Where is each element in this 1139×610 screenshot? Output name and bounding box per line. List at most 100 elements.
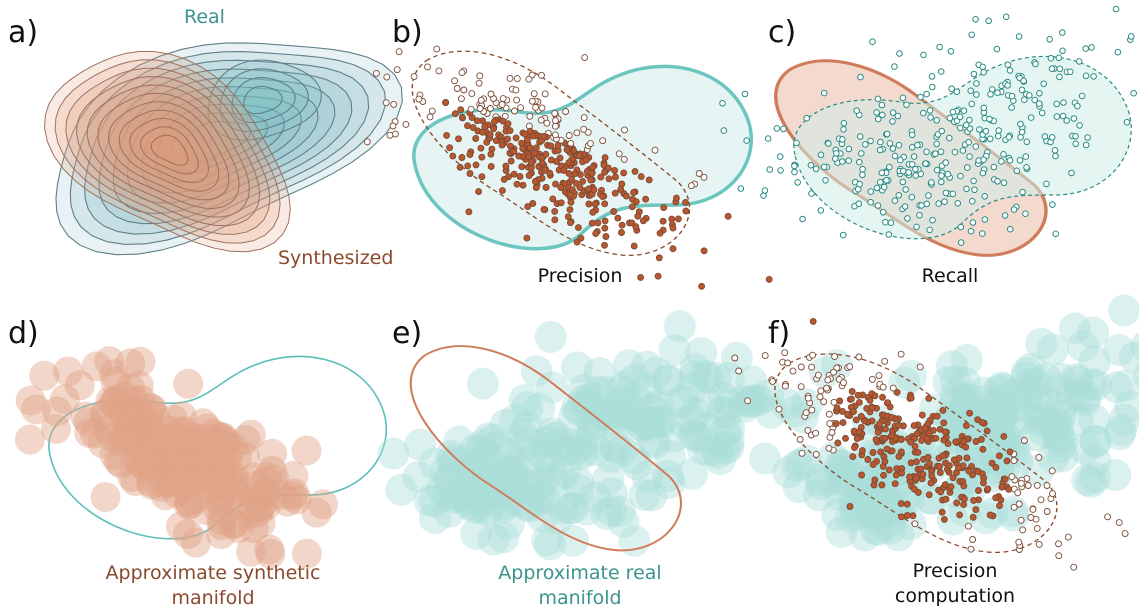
real-point — [873, 109, 880, 116]
real-point — [743, 137, 751, 144]
synthetic-point — [547, 156, 555, 164]
synthetic-point — [513, 96, 521, 104]
synthetic-ball — [125, 417, 156, 447]
synthetic-ball — [115, 416, 146, 447]
synthetic-point — [597, 173, 605, 181]
real-point — [1019, 188, 1026, 196]
synthetic-ball — [15, 385, 46, 416]
caption-precision: Precision — [538, 265, 623, 287]
real-ball — [567, 373, 600, 406]
synthetic-point — [816, 393, 824, 401]
real-ball — [470, 440, 503, 472]
synthetic-ball — [205, 469, 236, 500]
synthetic-point — [888, 432, 896, 440]
synthetic-point — [855, 428, 863, 436]
synthetic-ball — [164, 416, 195, 447]
real-ball — [418, 485, 451, 518]
real-ball — [633, 409, 665, 442]
real-ball — [1025, 327, 1058, 360]
synthetic-ball — [181, 465, 212, 496]
real-point — [840, 120, 848, 127]
synthetic-ball — [279, 478, 310, 509]
real-ball — [601, 400, 634, 433]
real-ball — [652, 364, 685, 397]
real-ball — [513, 445, 546, 478]
synthetic-point — [907, 438, 915, 446]
synthetic-point — [879, 393, 886, 401]
real-point — [935, 200, 943, 207]
synthetic-point — [962, 443, 970, 451]
real-ball — [446, 445, 479, 478]
synthetic-point — [972, 506, 980, 514]
synthetic-ball — [186, 455, 217, 486]
synthetic-ball — [154, 415, 185, 446]
synthetic-point — [897, 500, 905, 508]
real-ball — [979, 390, 1012, 423]
real-point — [1072, 133, 1079, 140]
synthetic-ball — [172, 437, 203, 468]
real-point — [933, 140, 941, 148]
real-point — [1005, 133, 1013, 141]
real-ball — [534, 321, 567, 353]
real-point — [936, 43, 943, 51]
real-ball — [985, 371, 1018, 404]
real-point — [886, 140, 894, 147]
synthetic-ball — [127, 417, 158, 448]
real-point — [879, 111, 886, 119]
synthetic-point — [700, 173, 708, 181]
real-ball — [979, 444, 1012, 477]
synthetic-point — [528, 97, 536, 105]
synthetic-point — [809, 351, 817, 359]
caption-d-line2: manifold — [171, 587, 254, 609]
synthetic-point — [560, 166, 568, 174]
synthetic-ball — [249, 479, 280, 510]
synthetic-point — [602, 233, 610, 240]
synthetic-point — [455, 135, 462, 143]
synthetic-ball — [117, 411, 148, 442]
synthetic-ball — [212, 443, 242, 474]
synthetic-point — [1015, 538, 1023, 546]
synthetic-point — [541, 90, 549, 98]
real-ball — [458, 492, 491, 524]
real-point — [993, 45, 1001, 53]
real-point — [963, 185, 970, 193]
synthetic-ball — [193, 441, 224, 472]
synthetic-ball — [169, 416, 200, 447]
synthetic-ball — [129, 419, 160, 450]
synthetic-point — [1049, 490, 1056, 498]
real-ball — [678, 360, 711, 393]
synthetic-ball — [145, 443, 176, 474]
synthetic-ball — [158, 404, 189, 435]
synthetic-ball — [109, 422, 140, 453]
synthetic-point — [874, 428, 882, 436]
real-ball — [595, 440, 628, 473]
synthetic-ball — [120, 466, 151, 496]
synthetic-ball — [222, 441, 252, 472]
real-ball — [628, 479, 661, 512]
synthetic-ball — [217, 432, 248, 463]
synthetic-point — [562, 108, 570, 115]
synthetic-points — [363, 45, 817, 325]
synthetic-point — [568, 175, 576, 183]
synthetic-ball — [173, 519, 203, 549]
real-point — [902, 186, 910, 193]
synthetic-point — [637, 173, 645, 181]
synthetic-point — [1048, 467, 1056, 475]
synthetic-point — [601, 224, 609, 232]
synthetic-point — [557, 199, 565, 207]
synthetic-point — [881, 434, 889, 442]
synthetic-ball — [94, 346, 125, 377]
real-ball — [529, 442, 562, 475]
synthetic-point — [637, 273, 645, 281]
synthetic-ball — [127, 429, 158, 460]
synthetic-point — [587, 176, 595, 184]
real-point — [817, 207, 825, 214]
real-point — [1067, 68, 1074, 76]
synthetic-ball — [79, 418, 110, 449]
synthetic-point — [589, 208, 597, 216]
real-point — [878, 169, 886, 177]
synthetic-point — [924, 453, 932, 461]
real-point — [840, 126, 847, 133]
synthetic-point — [889, 384, 897, 392]
real-point — [1004, 61, 1012, 68]
